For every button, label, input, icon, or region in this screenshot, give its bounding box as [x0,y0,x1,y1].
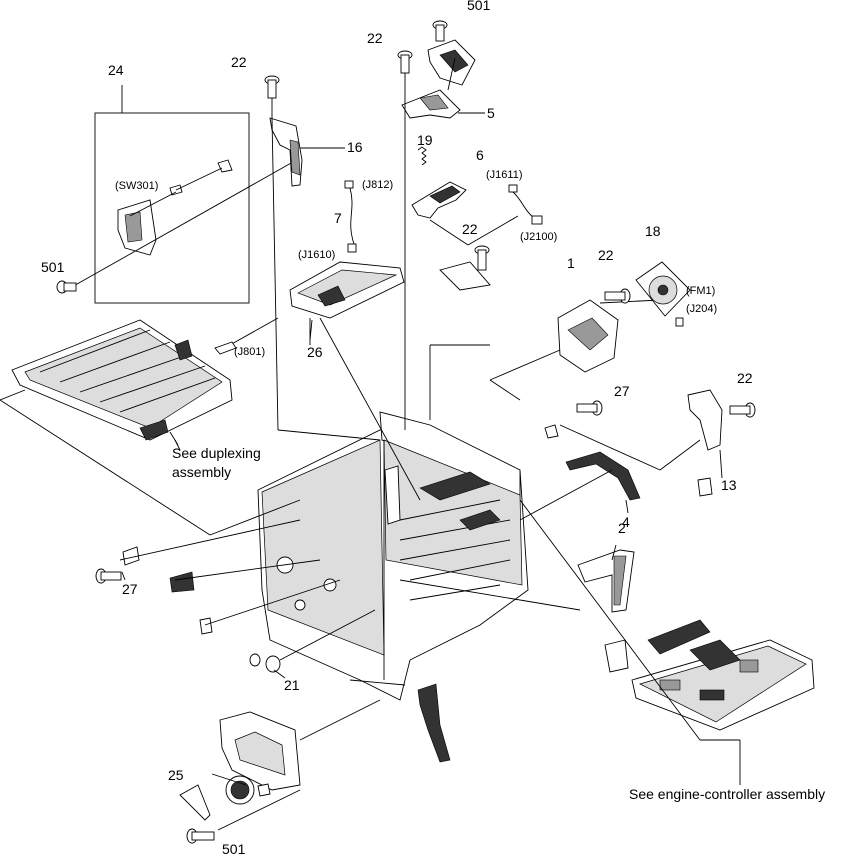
engine-controller-assembly [519,499,815,785]
part-19-spring [417,146,427,166]
screw-27-right [544,400,603,439]
part-6-lever [411,181,467,219]
label-19: 19 [417,132,433,148]
label-13: 13 [721,477,737,493]
label-21: 21 [284,677,300,693]
label-26: 26 [307,344,323,360]
screw-22-top [397,50,413,74]
label-7: 7 [334,210,342,226]
screw-27-left [95,546,140,584]
connector-j1611: (J1611) [486,169,522,181]
label-24: 24 [108,62,124,78]
label-4: 4 [622,514,630,530]
connector-j204: (J204) [686,303,717,315]
label-22-mid: 22 [462,221,478,237]
part-5-bracket [401,89,485,119]
part-1-fan-duct [557,299,661,373]
label-6: 6 [476,147,484,163]
cable-j1611-j2100 [429,184,543,246]
small-part-left-1 [169,571,195,593]
label-22-right: 22 [737,370,753,386]
label-22-fan: 22 [598,247,614,263]
part-13-bracket [687,389,723,497]
part-26-assembly [214,261,405,355]
screw-22-left [264,75,280,118]
label-27-left: 27 [122,581,138,597]
label-501-left: 501 [41,259,65,275]
label-22-left: 22 [231,54,247,70]
label-22-top: 22 [367,30,383,46]
note-duplexing-line1: See duplexing [172,445,261,461]
label-16: 16 [347,139,363,155]
part-16-bracket [269,117,345,187]
note-engine-controller: See engine-controller assembly [629,786,825,802]
duplexing-assembly [0,319,233,446]
label-25: 25 [168,767,184,783]
label-1: 1 [567,255,575,271]
screw-22-fan [604,288,631,304]
part-4-lever [565,451,641,501]
screw-501-bottom [186,828,215,844]
lower-hook-part [417,683,451,763]
part-2-bracket [577,549,635,613]
label-27-right: 27 [614,383,630,399]
main-chassis [257,411,529,701]
connector-fm1: (FM1) [686,285,715,297]
screw-22-mid [439,245,491,291]
part-21-shaft [249,609,376,673]
screw-501-left [56,280,77,294]
label-501-top: 501 [467,0,491,13]
connector-j2100: (J2100) [520,231,557,243]
connector-j801: (J801) [234,346,265,358]
leader-501-16 [69,157,301,289]
bottom-bracket [179,711,301,821]
inset-box-24 [94,85,250,304]
label-5: 5 [487,105,495,121]
small-part-left-2 [199,617,213,635]
label-leaders [121,319,723,786]
guide-lines [0,57,701,831]
part-18-fan [635,261,691,327]
label-2: 2 [618,520,626,536]
label-501-bottom: 501 [222,841,246,857]
part-7-cable [344,180,357,253]
screw-22-right [729,402,756,418]
connector-j1610: (J1610) [298,249,335,261]
note-duplexing-line2: assembly [172,464,231,480]
connector-sw301: (SW301) [115,180,158,192]
label-18: 18 [645,223,661,239]
connector-j812: (J812) [362,179,393,191]
